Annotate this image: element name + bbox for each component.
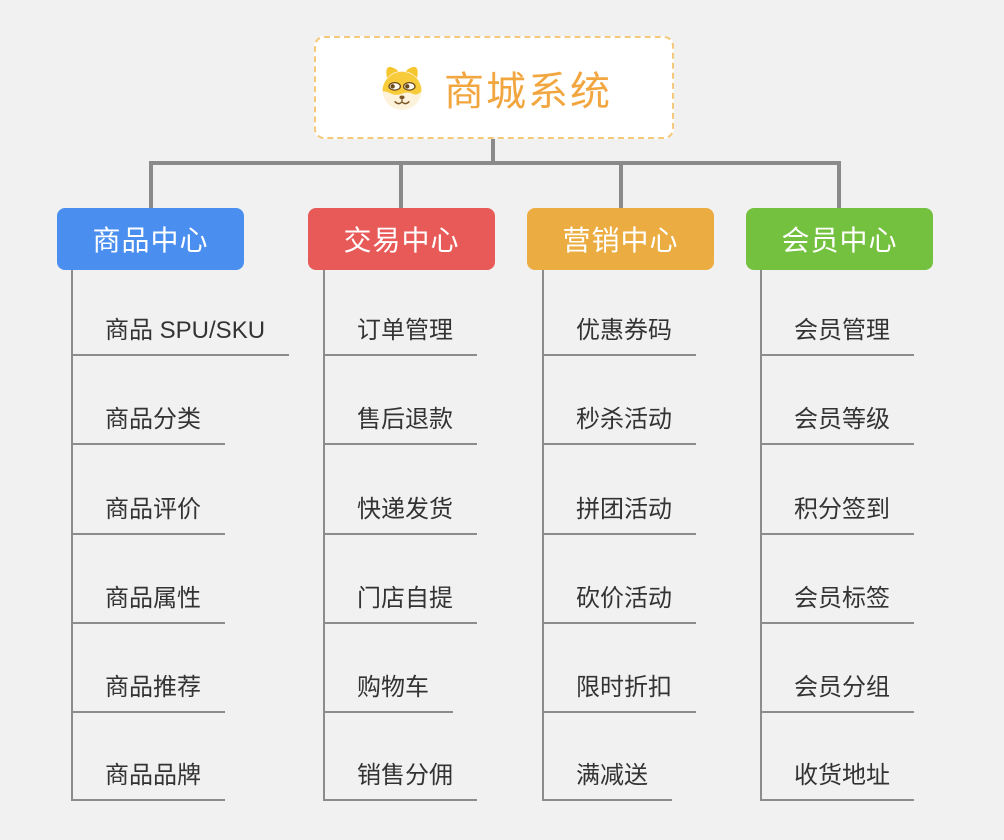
branch-product-center[interactable]: 商品中心 [57, 208, 244, 270]
branch-transaction-center[interactable]: 交易中心 [308, 208, 495, 270]
branch-member-center[interactable]: 会员中心 [746, 208, 933, 270]
node-item[interactable]: 商品属性 [71, 584, 225, 624]
node-item[interactable]: 砍价活动 [542, 584, 696, 624]
connector-branch-spine [542, 270, 544, 801]
root-title: 商城系统 [444, 69, 612, 114]
node-item[interactable]: 限时折扣 [542, 673, 696, 713]
node-item[interactable]: 售后退款 [323, 405, 477, 445]
node-item[interactable]: 商品 SPU/SKU [71, 316, 290, 356]
doge-icon [382, 66, 422, 110]
node-item[interactable]: 积分签到 [760, 495, 914, 535]
node-item[interactable]: 销售分佣 [323, 761, 477, 801]
node-item[interactable]: 商品分类 [71, 405, 225, 445]
node-item[interactable]: 商品品牌 [71, 761, 225, 801]
connector-branch-spine [71, 270, 73, 801]
node-item[interactable]: 收货地址 [760, 761, 914, 801]
connector-drop-transaction [399, 163, 403, 208]
node-item[interactable]: 优惠券码 [542, 316, 696, 356]
node-item[interactable]: 购物车 [323, 673, 453, 713]
node-item[interactable]: 商品推荐 [71, 673, 225, 713]
node-item[interactable]: 会员分组 [760, 673, 914, 713]
node-item[interactable]: 快递发货 [323, 495, 477, 535]
node-item[interactable]: 秒杀活动 [542, 405, 696, 445]
node-item[interactable]: 满减送 [542, 761, 672, 801]
node-item[interactable]: 订单管理 [323, 316, 477, 356]
connector-drop-marketing [619, 163, 623, 208]
node-item[interactable]: 商品评价 [71, 495, 225, 535]
connector-branch-spine [323, 270, 325, 801]
node-item[interactable]: 会员标签 [760, 584, 914, 624]
connector-branch-spine [760, 270, 762, 801]
connector-horizontal-bar [149, 161, 841, 165]
root-node[interactable]: 商城系统 [314, 36, 674, 139]
node-item[interactable]: 会员等级 [760, 405, 914, 445]
node-item[interactable]: 会员管理 [760, 316, 914, 356]
node-item[interactable]: 门店自提 [323, 584, 477, 624]
branch-marketing-center[interactable]: 营销中心 [527, 208, 714, 270]
connector-root-stem [491, 138, 495, 163]
connector-drop-member [837, 163, 841, 208]
connector-drop-product [149, 163, 153, 208]
node-item[interactable]: 拼团活动 [542, 495, 696, 535]
